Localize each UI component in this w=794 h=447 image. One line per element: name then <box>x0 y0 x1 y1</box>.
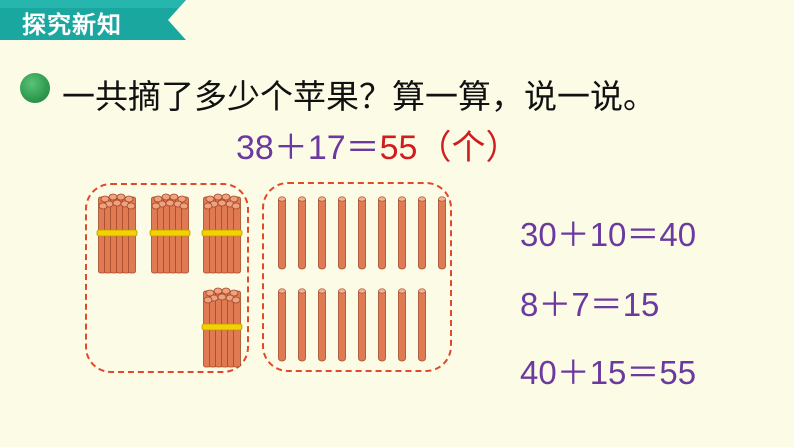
step-1: 30＋10＝40 <box>520 216 697 253</box>
single-stick-12 <box>318 288 326 362</box>
single-stick-8 <box>418 196 426 270</box>
step-2: 8＋7＝15 <box>520 286 660 323</box>
single-stick-7 <box>398 196 406 270</box>
single-sticks-group-box <box>262 182 452 372</box>
single-stick-6 <box>378 196 386 270</box>
main-equation-left: 38＋17＝ <box>236 129 380 167</box>
single-stick-9 <box>438 196 446 270</box>
single-stick-15 <box>378 288 386 362</box>
single-stick-3 <box>318 196 326 270</box>
single-stick-14 <box>358 288 366 362</box>
green-bullet-icon <box>20 73 50 103</box>
stick-bundle-1 <box>96 193 138 274</box>
single-stick-11 <box>298 288 306 362</box>
single-stick-13 <box>338 288 346 362</box>
stick-bundle-4 <box>201 287 243 368</box>
question-text: 一共摘了多少个苹果？算一算，说一说。 <box>62 77 656 116</box>
stick-bundle-3 <box>201 193 243 274</box>
single-stick-17 <box>418 288 426 362</box>
single-stick-4 <box>338 196 346 270</box>
main-equation: 38＋17＝55（个） <box>236 120 519 169</box>
main-equation-answer: 55 <box>379 129 418 167</box>
single-stick-2 <box>298 196 306 270</box>
bundles-group-box <box>85 183 249 373</box>
stick-bundle-2 <box>149 193 191 274</box>
single-stick-16 <box>398 288 406 362</box>
tag-banner-shape <box>0 0 186 40</box>
single-stick-1 <box>278 196 286 270</box>
single-stick-10 <box>278 288 286 362</box>
section-tag-label: 探究新知 <box>22 11 122 39</box>
main-equation-unit: （个） <box>417 129 520 167</box>
section-tag: 探究新知 <box>0 0 186 40</box>
single-stick-5 <box>358 196 366 270</box>
step-3: 40＋15＝55 <box>520 354 697 391</box>
